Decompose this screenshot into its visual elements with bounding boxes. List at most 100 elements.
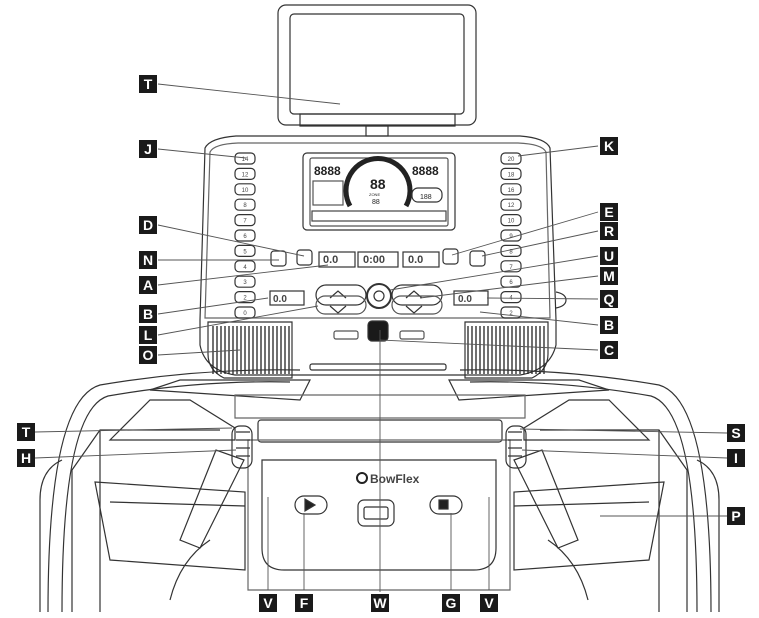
callout-r: R [600,222,618,240]
right-key [500,152,522,165]
left-key [234,183,256,196]
callout-f: F [295,594,313,612]
right-key [500,167,522,180]
left-keypad [234,152,256,319]
left-key-label: 8 [243,203,247,209]
readout-left: 0.0 [273,294,287,305]
right-speaker-grille [464,321,549,379]
center-control-pad [357,499,395,527]
callout-s: S [727,424,745,442]
callout-b-right: B [600,316,618,334]
incline-speed-rockers [315,284,443,315]
right-key [500,260,522,273]
left-key-label: 7 [243,219,247,225]
lcd-display [302,152,456,231]
callout-i: I [727,449,745,467]
callout-o: O [139,346,157,364]
quick-button [469,250,486,267]
callout-g: G [442,594,460,612]
callout-k: K [600,137,618,155]
right-key-label: 2 [509,311,513,317]
callout-d: D [139,216,157,234]
right-key-label: 9 [509,234,513,240]
readout-window [269,290,305,306]
callout-n: N [139,251,157,269]
callout-v-right: V [480,594,498,612]
brand-name: BowFlex [370,472,420,486]
callout-a: A [139,276,157,294]
readout-right: 0.0 [458,294,472,305]
lcd-caption: ZONE [369,192,380,197]
left-key [234,306,256,319]
left-key-label: 4 [243,265,247,271]
left-key [234,244,256,257]
left-key-label: 3 [243,280,247,286]
readout-center-left: 0.0 [323,254,338,266]
lcd-top-right: 8888 [412,164,439,178]
callout-q: Q [600,290,618,308]
stop-button [429,495,463,515]
right-key [500,291,522,304]
callout-u: U [600,247,618,265]
right-key-label: 12 [508,203,515,209]
callout-t-top: T [139,75,157,93]
left-key-label: 2 [243,296,247,302]
right-key-label: 8 [509,249,513,255]
right-key [500,306,522,319]
leader-lines [34,83,728,592]
accessory-tray [108,379,651,443]
left-key [234,214,256,227]
callout-m: M [600,267,618,285]
left-key [234,198,256,211]
mode-button [442,248,459,265]
readout-center-right: 0.0 [408,254,423,266]
lcd-small-box: 188 [420,194,432,201]
left-key [234,260,256,273]
console-body [199,135,557,376]
left-key [234,275,256,288]
left-key-label: 14 [242,157,249,163]
callout-h: H [17,449,35,467]
callout-l: L [139,326,157,344]
right-key-label: 10 [508,219,515,225]
callout-w: W [371,594,389,612]
left-handle-grip [169,425,253,601]
left-key-label: 12 [242,172,249,178]
readout-windows [269,251,489,306]
left-key [234,229,256,242]
right-key [500,183,522,196]
callout-t-mid: T [17,423,35,441]
callout-v-left: V [259,594,277,612]
callout-b-left: B [139,305,157,323]
right-key [500,229,522,242]
right-key [500,244,522,257]
right-key [500,198,522,211]
right-key-label: 20 [508,157,515,163]
right-key [500,214,522,227]
callout-p: P [727,507,745,525]
readout-window [318,251,356,268]
readout-center: 0:00 [363,254,385,266]
start-button [294,495,328,515]
center-dial [366,283,392,309]
right-keypad [500,152,522,319]
readout-window [357,251,399,268]
lcd-top-left: 8888 [314,164,341,178]
right-key-label: 7 [509,265,513,271]
lower-control-panel [94,439,665,591]
tablet-holder [277,4,477,137]
right-key-label: 18 [508,172,515,178]
right-key-label: 4 [509,296,513,302]
lcd-dial-value: 88 [370,176,386,192]
right-key-label: 6 [509,280,513,286]
left-key [234,291,256,304]
readout-window [402,251,440,268]
left-key-label: 10 [242,188,249,194]
callout-j: J [139,140,157,158]
left-key [234,167,256,180]
program-button [296,249,313,266]
callout-c: C [600,341,618,359]
fan-button [270,250,287,267]
